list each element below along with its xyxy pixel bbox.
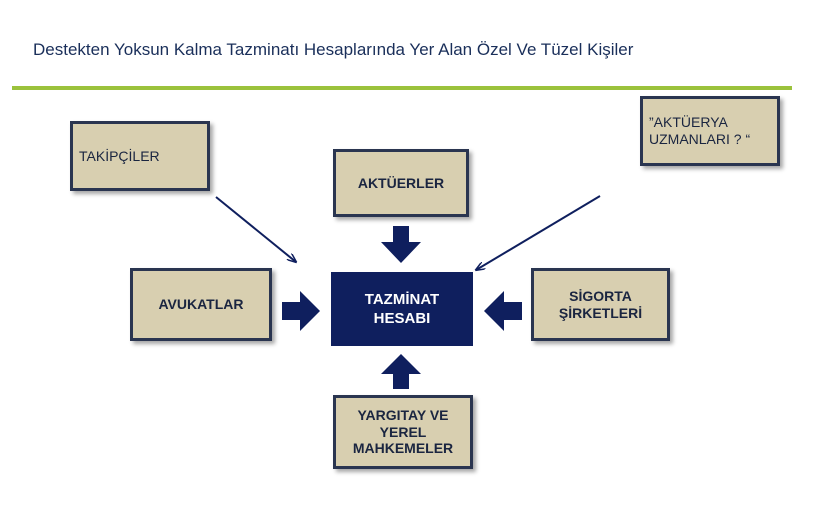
arrow-avukatlar-to-center	[282, 291, 320, 331]
node-sigorta-sirketleri: SİGORTA ŞİRKETLERİ	[531, 268, 670, 341]
node-yargitay-line2: YEREL	[379, 423, 427, 440]
node-yargitay-text: YARGITAY VE YEREL MAHKEMELER	[353, 407, 453, 457]
title-underline	[12, 86, 792, 90]
node-tazminat-line2: HESABI	[373, 310, 431, 327]
node-takipciler: TAKİPÇİLER	[70, 121, 210, 191]
node-avukatlar-label: AVUKATLAR	[158, 296, 244, 313]
node-tazminat-line1: TAZMİNAT	[364, 290, 440, 308]
node-takipciler-label: TAKİPÇİLER	[79, 147, 160, 164]
node-sigorta-text: SİGORTA ŞİRKETLERİ	[559, 288, 642, 322]
node-aktuerya-uzmanlari-line2: UZMANLARI ? “	[649, 131, 751, 147]
node-sigorta-line1: SİGORTA	[569, 287, 632, 304]
slide-title: Destekten Yoksun Kalma Tazminatı Hesapla…	[33, 40, 634, 59]
node-yargitay-line1: YARGITAY VE	[357, 406, 449, 423]
node-aktuerya-uzmanlari-line1: ”AKTÜERYA	[649, 114, 728, 131]
node-tazminat-text: TAZMİNAT HESABI	[365, 290, 439, 329]
node-yargitay: YARGITAY VE YEREL MAHKEMELER	[333, 395, 473, 469]
node-sigorta-line2: ŞİRKETLERİ	[558, 304, 643, 321]
arrow-aktuerler-to-center	[381, 226, 421, 263]
node-aktuerler-label: AKTÜERLER	[357, 174, 445, 191]
node-aktuerya-uzmanlari: ”AKTÜERYA UZMANLARI ? “	[640, 96, 780, 166]
node-aktuerler: AKTÜERLER	[333, 149, 469, 217]
arrow-aktuerya-to-center	[476, 195, 601, 270]
arrow-sigorta-to-center	[484, 291, 522, 331]
arrow-takipciler-to-center	[215, 196, 296, 262]
node-yargitay-line3: MAHKEMELER	[352, 440, 454, 457]
arrow-yargitay-to-center	[381, 354, 421, 389]
node-avukatlar: AVUKATLAR	[130, 268, 272, 341]
node-aktuerya-uzmanlari-text: ”AKTÜERYA UZMANLARI ? “	[649, 114, 750, 148]
node-tazminat-hesabi: TAZMİNAT HESABI	[331, 272, 473, 346]
